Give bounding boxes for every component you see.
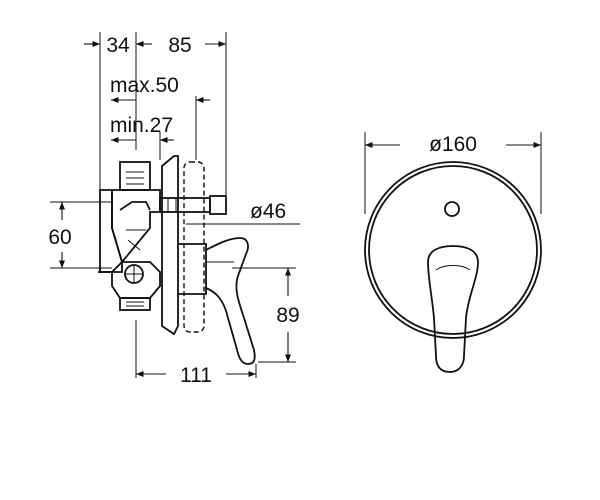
dimension-dia160: ø160 bbox=[365, 133, 541, 156]
valve-spindle bbox=[159, 195, 227, 215]
dimension-min27-label: min.27 bbox=[110, 114, 173, 137]
lever-handle bbox=[178, 237, 256, 365]
dimension-dia46-label: ø46 bbox=[250, 200, 286, 223]
dimension-60: 60 bbox=[48, 201, 112, 269]
dimension-dia46: ø46 bbox=[186, 200, 300, 225]
dimension-34-label: 34 bbox=[106, 34, 130, 57]
diverter-hole bbox=[444, 201, 460, 217]
dimension-dia160-label: ø160 bbox=[429, 133, 477, 156]
valve-body bbox=[98, 161, 161, 311]
cover-plate bbox=[364, 161, 542, 339]
dimension-85-label: 85 bbox=[168, 34, 191, 57]
side-view: 34 85 max.50 min.27 ø46 60 bbox=[48, 32, 300, 387]
dimension-max50-label: max.50 bbox=[110, 74, 179, 97]
dimension-max50: max.50 bbox=[110, 74, 210, 104]
cover-plate-inner-edge bbox=[368, 165, 538, 335]
dimension-111-label: 111 bbox=[180, 364, 212, 387]
extension-sleeve bbox=[183, 161, 205, 333]
front-view: ø160 bbox=[364, 132, 542, 373]
front-lever bbox=[427, 245, 479, 373]
dimension-89: 89 bbox=[232, 267, 300, 363]
dimension-89-label: 89 bbox=[276, 304, 299, 327]
dimension-111: 111 bbox=[136, 364, 256, 387]
dimension-34-85: 34 85 bbox=[84, 34, 226, 57]
wall-plate bbox=[161, 155, 179, 336]
dimension-60-label: 60 bbox=[48, 226, 71, 249]
dimension-min27: min.27 bbox=[110, 114, 174, 144]
